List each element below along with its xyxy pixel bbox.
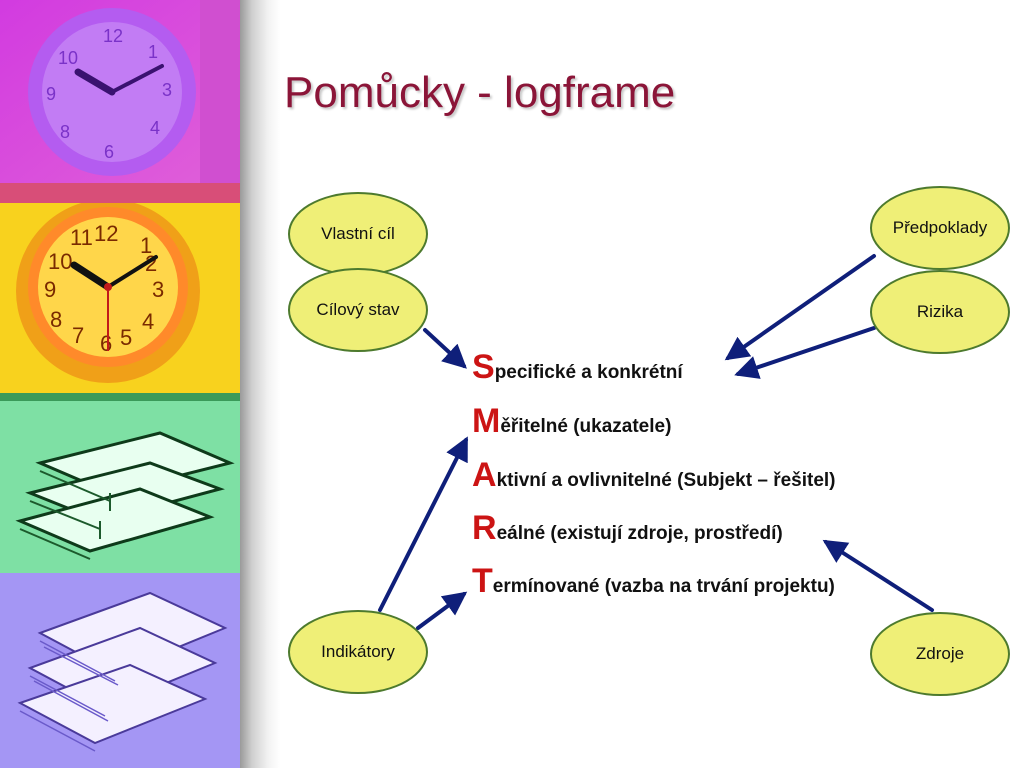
arrow-predpoklady-to-s bbox=[724, 254, 876, 361]
svg-text:4: 4 bbox=[150, 118, 160, 138]
smart-text: eálné (existují zdroje, prostředí) bbox=[496, 523, 783, 544]
smart-line-t: Termínované (vazba na trvání projektu) bbox=[472, 562, 835, 601]
svg-text:6: 6 bbox=[100, 331, 112, 356]
svg-text:6: 6 bbox=[104, 142, 114, 162]
smart-text: ermínované (vazba na trvání projektu) bbox=[492, 576, 835, 597]
svg-text:12: 12 bbox=[94, 221, 118, 246]
sidebar-shadow bbox=[240, 0, 280, 768]
svg-text:1: 1 bbox=[148, 42, 158, 62]
svg-text:9: 9 bbox=[46, 84, 56, 104]
smart-line-s: Specifické a konkrétní bbox=[472, 348, 683, 387]
arrow-indikatory-to-m bbox=[378, 436, 468, 612]
logframe-diagram: Vlastní cíl Cílový stav Předpoklady Rizi… bbox=[280, 152, 1024, 720]
smart-text: ktivní a ovlivnitelné (Subjekt – řešitel… bbox=[496, 470, 836, 491]
node-predpoklady: Předpoklady bbox=[870, 186, 1010, 270]
smart-letter: A bbox=[472, 456, 497, 494]
node-vlastni-cil: Vlastní cíl bbox=[288, 192, 428, 276]
smart-letter: S bbox=[472, 348, 495, 386]
arrow-indikatory-to-t bbox=[416, 591, 468, 630]
node-rizika: Rizika bbox=[870, 270, 1010, 354]
smart-letter: T bbox=[472, 562, 493, 600]
arrows-layer bbox=[378, 254, 934, 630]
smart-text: pecifické a konkrétní bbox=[494, 362, 683, 383]
arrow-cilovy-stav-to-s bbox=[423, 328, 467, 369]
svg-text:7: 7 bbox=[72, 323, 84, 348]
svg-text:12: 12 bbox=[103, 26, 123, 46]
svg-text:5: 5 bbox=[120, 325, 132, 350]
svg-text:8: 8 bbox=[60, 122, 70, 142]
smart-letter: M bbox=[472, 402, 501, 440]
node-zdroje: Zdroje bbox=[870, 612, 1010, 696]
smart-letter: R bbox=[472, 509, 497, 547]
smart-line-r: Reálné (existují zdroje, prostředí) bbox=[472, 509, 783, 548]
svg-text:3: 3 bbox=[152, 277, 164, 302]
node-indikatory: Indikátory bbox=[288, 610, 428, 694]
svg-text:8: 8 bbox=[50, 307, 62, 332]
green-books-image bbox=[0, 393, 240, 573]
arrow-rizika-to-s bbox=[734, 326, 876, 379]
svg-text:10: 10 bbox=[58, 48, 78, 68]
smart-text: ěřitelné (ukazatele) bbox=[500, 416, 672, 437]
purple-books-image bbox=[0, 573, 240, 768]
arrow-zdroje-to-r bbox=[822, 539, 934, 612]
slide-title: Pomůcky - logframe bbox=[284, 68, 676, 117]
smart-line-a: Aktivní a ovlivnitelné (Subjekt – řešite… bbox=[472, 456, 836, 495]
svg-text:3: 3 bbox=[162, 80, 172, 100]
node-cilovy-stav: Cílový stav bbox=[288, 268, 428, 352]
svg-text:11: 11 bbox=[70, 225, 93, 250]
pink-band bbox=[0, 183, 240, 203]
svg-text:10: 10 bbox=[48, 249, 72, 274]
smart-line-m: Měřitelné (ukazatele) bbox=[472, 402, 671, 441]
svg-text:1: 1 bbox=[140, 233, 152, 258]
svg-text:4: 4 bbox=[142, 309, 154, 334]
svg-text:9: 9 bbox=[44, 277, 56, 302]
